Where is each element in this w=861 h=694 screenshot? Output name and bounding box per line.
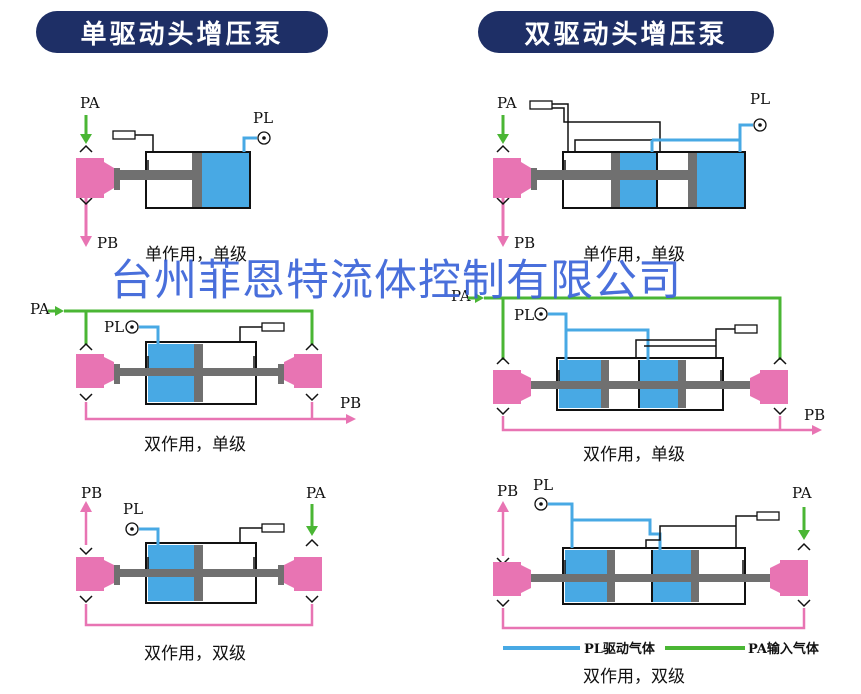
label-pl: PL bbox=[514, 306, 534, 324]
label-pb: PB bbox=[97, 234, 118, 252]
caption-double-action-single-stage: 双作用，单级 bbox=[144, 435, 246, 455]
label-pl: PL bbox=[533, 476, 553, 494]
caption-double-action-double-stage: 双作用，双级 bbox=[583, 667, 685, 687]
diagram-double-drive-double-action-single-stage: PA PL PB 双作用， bbox=[451, 287, 825, 465]
label-pl: PL bbox=[750, 90, 770, 108]
header-single-drive: 单驱动头增压泵 bbox=[36, 11, 328, 53]
diagram-single-drive-double-action-single-stage: PA PL PB 双作用，单级 bbox=[30, 300, 361, 455]
label-pl: PL bbox=[253, 109, 273, 127]
company-watermark: 台州菲恩特流体控制有限公司 bbox=[110, 256, 682, 306]
label-pb: PB bbox=[497, 482, 518, 500]
label-pl: PL bbox=[123, 500, 143, 518]
caption-double-action-single-stage: 双作用，单级 bbox=[583, 445, 685, 465]
header-double-drive: 双驱动头增压泵 bbox=[478, 11, 774, 53]
legend-drive-gas-label: PL驱动气体 bbox=[584, 641, 656, 657]
label-pb: PB bbox=[81, 484, 102, 502]
label-pb: PB bbox=[514, 234, 535, 252]
label-pb: PB bbox=[804, 406, 825, 424]
label-pa: PA bbox=[451, 287, 471, 305]
label-pa: PA bbox=[792, 484, 812, 502]
label-pb: PB bbox=[340, 394, 361, 412]
diagram-single-drive-double-action-double-stage: PB PA PL 双作用，双级 bbox=[76, 484, 326, 664]
label-pa: PA bbox=[497, 94, 517, 112]
label-pa: PA bbox=[306, 484, 326, 502]
legend-input-gas-label: PA输入气体 bbox=[748, 641, 820, 657]
label-pa: PA bbox=[30, 300, 50, 318]
diagram-single-drive-single-action-single-stage: PA PB PL 单作用，单级 bbox=[76, 94, 273, 265]
diagram-double-drive-single-action-single-stage: PA PB PL 单作用，单级 bbox=[493, 90, 770, 265]
caption-single-action-single-stage: 单作用，单级 bbox=[583, 245, 685, 265]
diagram-double-drive-double-action-double-stage: PB PA PL PL驱动气体 PA输入气体 bbox=[493, 476, 820, 687]
caption-single-action-single-stage: 单作用，单级 bbox=[145, 245, 247, 265]
caption-double-action-double-stage: 双作用，双级 bbox=[144, 644, 246, 664]
label-pl: PL bbox=[104, 318, 124, 336]
label-pa: PA bbox=[80, 94, 100, 112]
